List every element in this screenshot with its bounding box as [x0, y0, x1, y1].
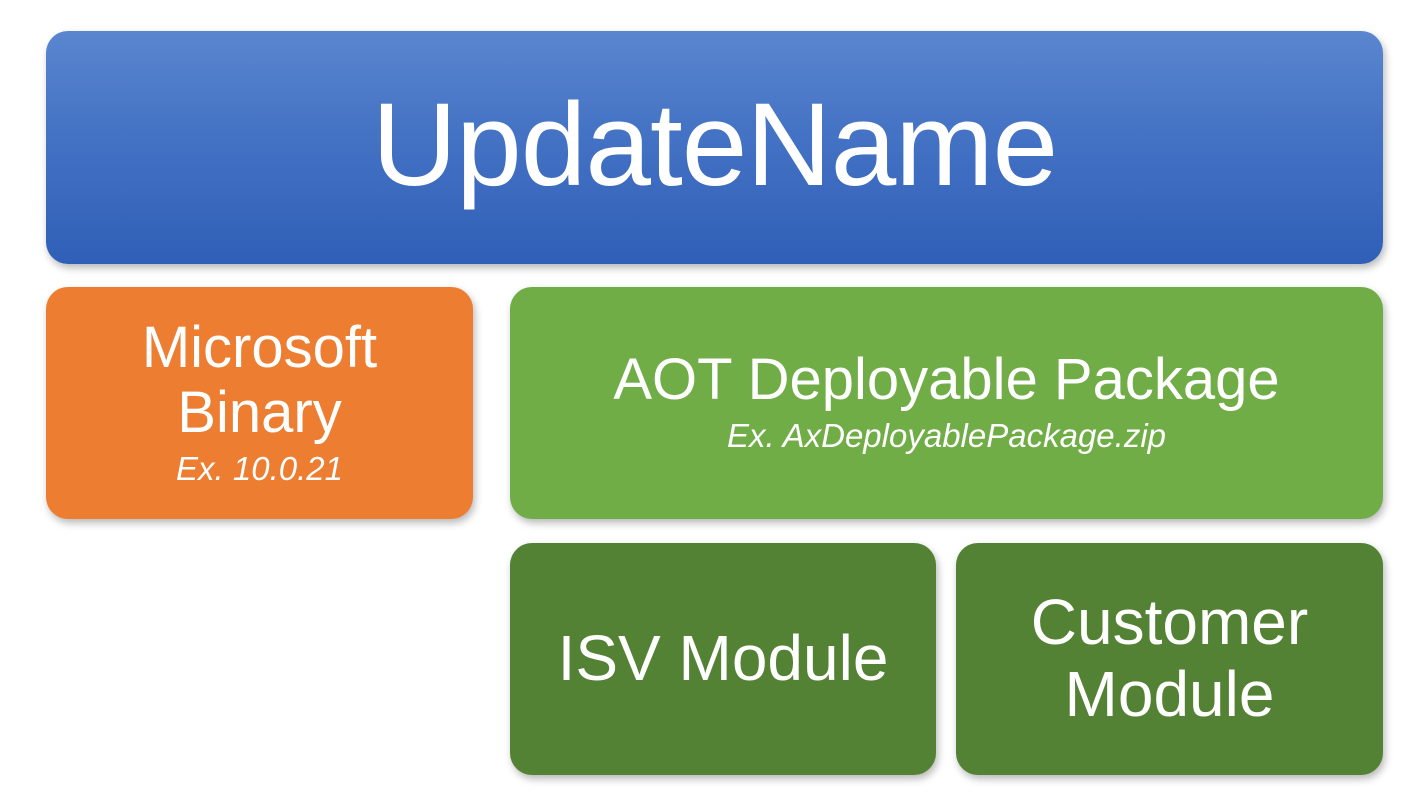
isv-module-label: ISV Module [557, 622, 889, 695]
aot-deployable-package-example: Ex. AxDeployablePackage.zip [726, 417, 1167, 455]
aot-deployable-package-label: AOT Deployable Package [613, 347, 1280, 413]
microsoft-binary-line1: Microsoft [141, 314, 378, 380]
isv-module-box: ISV Module [510, 543, 936, 775]
customer-module-line1: Customer [1030, 586, 1309, 659]
microsoft-binary-line2: Binary [177, 379, 342, 445]
customer-module-line2: Module [1064, 658, 1275, 730]
update-name-box: UpdateName [46, 31, 1383, 264]
update-name-label: UpdateName [371, 78, 1058, 211]
microsoft-binary-example: Ex. 10.0.21 [176, 449, 343, 487]
aot-deployable-package-box: AOT Deployable Package Ex. AxDeployableP… [510, 287, 1383, 519]
microsoft-binary-box: Microsoft Binary Ex. 10.0.21 [46, 287, 473, 519]
customer-module-box: Customer Module [956, 543, 1383, 775]
